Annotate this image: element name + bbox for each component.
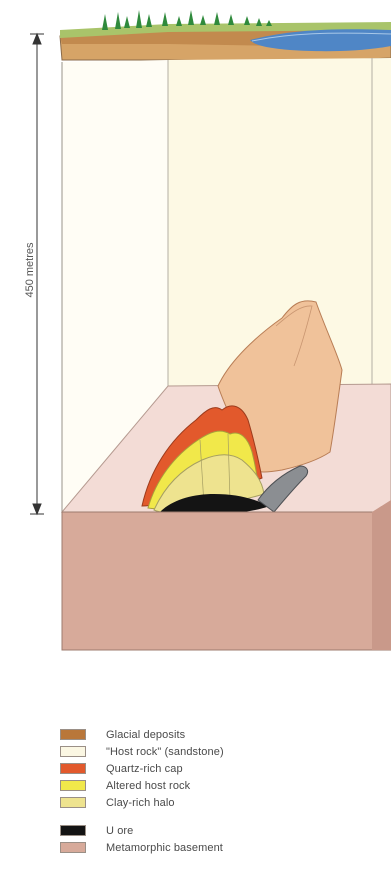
legend-label: Glacial deposits bbox=[106, 729, 185, 741]
legend-swatch bbox=[60, 763, 86, 774]
legend-label: Quartz-rich cap bbox=[106, 763, 183, 775]
glacial-deposits-surface bbox=[60, 22, 391, 62]
legend-swatch bbox=[60, 729, 86, 740]
geological-block-diagram: 450 metres bbox=[0, 0, 391, 680]
legend-swatch bbox=[60, 842, 86, 853]
legend-item-host-rock: "Host rock" (sandstone) bbox=[60, 743, 380, 760]
legend-label: Clay-rich halo bbox=[106, 797, 175, 809]
legend-item-altered-host-rock: Altered host rock bbox=[60, 777, 380, 794]
legend-label: "Host rock" (sandstone) bbox=[106, 746, 224, 758]
legend-label: U ore bbox=[106, 825, 133, 837]
legend: Glacial deposits "Host rock" (sandstone)… bbox=[60, 726, 380, 856]
legend-label: Metamorphic basement bbox=[106, 842, 223, 854]
scale-label: 450 metres bbox=[24, 242, 36, 298]
legend-item-glacial-deposits: Glacial deposits bbox=[60, 726, 380, 743]
legend-swatch bbox=[60, 825, 86, 836]
legend-swatch bbox=[60, 746, 86, 757]
legend-swatch bbox=[60, 797, 86, 808]
legend-label: Altered host rock bbox=[106, 780, 190, 792]
legend-item-u-ore: U ore bbox=[60, 822, 380, 839]
legend-item-clay-rich-halo: Clay-rich halo bbox=[60, 794, 380, 811]
metamorphic-basement bbox=[62, 500, 391, 650]
legend-item-quartz-rich-cap: Quartz-rich cap bbox=[60, 760, 380, 777]
legend-swatch bbox=[60, 780, 86, 791]
legend-item-metamorphic-basement: Metamorphic basement bbox=[60, 839, 380, 856]
